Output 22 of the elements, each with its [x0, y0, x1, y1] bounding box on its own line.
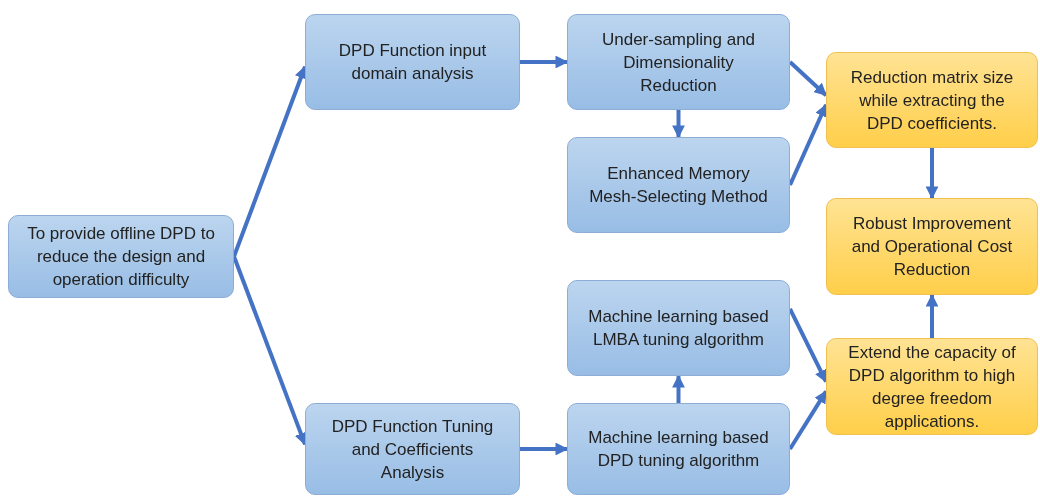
- process-box: Under-sampling and Dimensionality Reduction: [567, 14, 790, 110]
- arrow: [232, 255, 307, 446]
- arrow: [925, 293, 939, 338]
- arrow: [925, 148, 939, 200]
- process-box: Machine learning based DPD tuning algorithm: [567, 403, 790, 495]
- arrow: [788, 307, 828, 383]
- arrow: [520, 442, 569, 456]
- process-box: Reduction matrix size while extracting the DPD coefficients.: [826, 52, 1038, 148]
- process-box: Enhanced Memory Mesh-Selecting Method: [567, 137, 790, 233]
- process-box: Machine learning based LMBA tuning algorithm: [567, 280, 790, 376]
- process-box: Extend the capacity of DPD algorithm to high degree freedom applications.: [826, 338, 1038, 435]
- process-box: DPD Function input domain analysis: [305, 14, 520, 110]
- arrow: [520, 55, 569, 69]
- arrow: [788, 60, 828, 97]
- process-box: To provide offline DPD to reduce the design and operation difficulty: [8, 215, 234, 298]
- process-box: DPD Function Tuning and Coefficients Analysis: [305, 403, 520, 495]
- arrow: [232, 65, 307, 258]
- process-box: Robust Improvement and Operational Cost Reduction: [826, 198, 1038, 295]
- arrow: [788, 390, 828, 451]
- arrow: [788, 103, 828, 186]
- arrow: [672, 374, 685, 403]
- arrow: [672, 110, 685, 139]
